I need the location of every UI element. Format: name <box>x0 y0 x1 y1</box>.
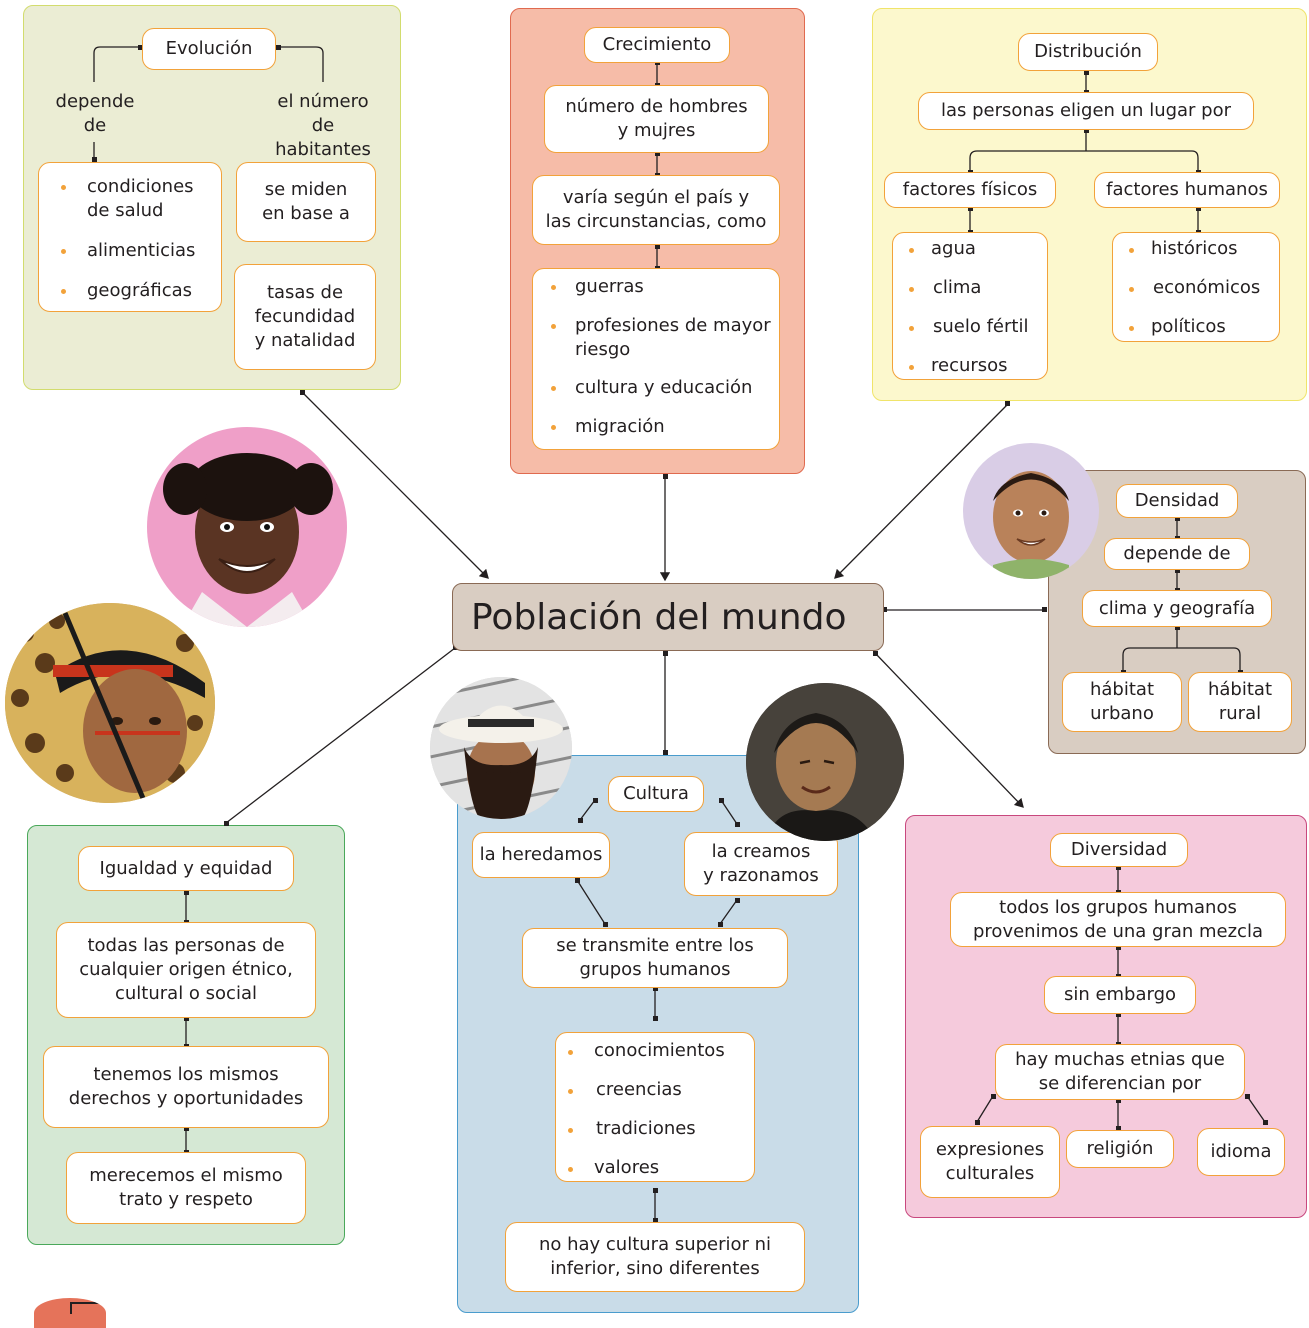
bullet-dot <box>1129 287 1134 292</box>
list-item: recursos <box>931 355 1008 376</box>
bullet-dot <box>1129 248 1134 253</box>
physical-factors-list: agua clima suelo fértil recursos <box>892 232 1048 380</box>
evolucion-depends-label: depende de <box>55 91 135 136</box>
indigenous-man-portrait-photo <box>5 603 215 803</box>
evolucion-measured-node: se miden en base a <box>236 162 376 242</box>
bullet-dot <box>551 425 556 430</box>
bullet-dot <box>551 285 556 290</box>
central-topic: Población del mundo <box>452 583 884 651</box>
page-corner-tab <box>34 1298 106 1328</box>
list-item: condiciones de salud <box>87 176 194 221</box>
diversidad-step-1: todos los grupos humanos provenimos de u… <box>950 892 1286 947</box>
list-item: migración <box>575 416 665 437</box>
crecimiento-items-list: guerras profesiones de mayor riesgo cult… <box>532 268 780 450</box>
list-item: agua <box>931 238 976 259</box>
bullet-dot <box>568 1167 573 1172</box>
evolucion-rates-node: tasas de fecundidad y natalidad <box>234 264 376 370</box>
list-item: tradiciones <box>596 1118 696 1139</box>
evolucion-inhabitants-label: el número de habitantes <box>275 91 371 160</box>
boy-portrait-photo <box>963 443 1099 579</box>
urban-habitat-node: hábitat urbano <box>1062 672 1182 732</box>
list-item: clima <box>933 277 982 298</box>
human-factors-node: factores humanos <box>1094 172 1280 208</box>
cultura-create-node: la creamos y razonamos <box>684 832 838 896</box>
religion-node: religión <box>1066 1130 1174 1168</box>
language-node: idioma <box>1197 1128 1285 1176</box>
list-item: políticos <box>1151 316 1226 337</box>
list-item: económicos <box>1153 277 1261 298</box>
bullet-dot <box>61 185 66 190</box>
distribucion-title: Distribución <box>1018 33 1158 71</box>
bullet-dot <box>909 326 914 331</box>
elderly-woman-portrait-photo <box>746 683 904 841</box>
evolucion-title: Evolución <box>142 28 276 70</box>
list-item: históricos <box>1151 238 1238 259</box>
evolucion-factors-list: condiciones de salud alimenticias geográ… <box>38 162 222 312</box>
human-factors-list: históricos económicos políticos <box>1112 232 1280 342</box>
list-item: profesiones de mayor riesgo <box>575 315 771 360</box>
bullet-dot <box>568 1050 573 1055</box>
igualdad-step-2: tenemos los mismos derechos y oportunida… <box>43 1046 329 1128</box>
igualdad-step-3: merecemos el mismo trato y respeto <box>66 1152 306 1224</box>
bullet-dot <box>909 287 914 292</box>
bullet-dot <box>551 386 556 391</box>
bullet-dot <box>909 365 914 370</box>
woman-with-hat-portrait-photo <box>430 677 572 819</box>
list-item: valores <box>594 1157 660 1178</box>
diversidad-title: Diversidad <box>1050 833 1188 867</box>
bullet-dot <box>1129 326 1134 331</box>
list-item: creencias <box>596 1079 682 1100</box>
igualdad-title: Igualdad y equidad <box>78 846 294 891</box>
cultural-expressions-node: expresiones culturales <box>920 1126 1060 1198</box>
bullet-dot <box>61 249 66 254</box>
igualdad-step-1: todas las personas de cualquier origen é… <box>56 922 316 1018</box>
crecimiento-step-2: varía según el país y las circunstancias… <box>532 175 780 245</box>
cultura-step-2: no hay cultura superior ni inferior, sin… <box>505 1222 805 1292</box>
cultura-items-list: conocimientos creencias tradiciones valo… <box>555 1032 755 1182</box>
cultura-title: Cultura <box>608 776 704 812</box>
list-item: cultura y educación <box>575 377 753 398</box>
bullet-dot <box>61 289 66 294</box>
densidad-step-1: depende de <box>1104 538 1250 570</box>
bullet-dot <box>568 1089 573 1094</box>
rural-habitat-node: hábitat rural <box>1188 672 1292 732</box>
list-item: geográficas <box>87 280 193 301</box>
distribucion-step-1: las personas eligen un lugar por <box>918 92 1254 130</box>
cultura-step-1: se transmite entre los grupos humanos <box>522 928 788 988</box>
diversidad-step-2: sin embargo <box>1044 976 1196 1014</box>
cultura-inherit-node: la heredamos <box>472 832 610 878</box>
crecimiento-step-1: número de hombres y mujres <box>544 85 769 153</box>
physical-factors-node: factores físicos <box>884 172 1056 208</box>
list-item: conocimientos <box>594 1040 725 1061</box>
bullet-dot <box>568 1128 573 1133</box>
list-item: guerras <box>575 276 644 297</box>
densidad-step-2: clima y geografía <box>1082 590 1272 627</box>
girl-portrait-photo <box>147 427 347 627</box>
list-item: alimenticias <box>87 240 196 261</box>
bullet-dot <box>551 324 556 329</box>
corner-tab-mark <box>70 1302 102 1314</box>
crecimiento-title: Crecimiento <box>584 27 730 63</box>
bullet-dot <box>909 248 914 253</box>
list-item: suelo fértil <box>933 316 1029 337</box>
diversidad-step-3: hay muchas etnias que se diferencian por <box>995 1044 1245 1100</box>
densidad-title: Densidad <box>1116 484 1238 518</box>
